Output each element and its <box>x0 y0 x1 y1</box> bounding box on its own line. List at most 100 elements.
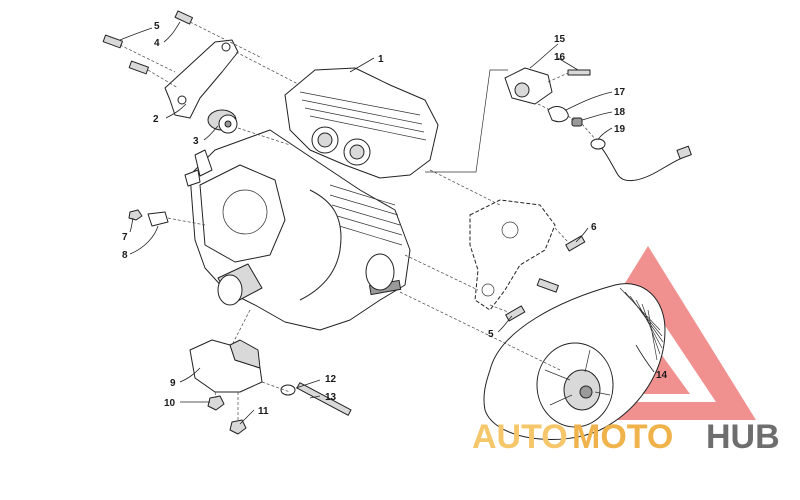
leader-12 <box>295 379 321 389</box>
mount-plate-hole-1 <box>501 221 519 239</box>
output-shaft-flange <box>365 253 395 291</box>
align-line-bolt5-lower <box>489 304 509 313</box>
sensor-cable-19 <box>594 139 691 182</box>
mount-bracket-hole-1 <box>221 42 231 52</box>
oil-filter-cap <box>217 274 243 306</box>
leader-14 <box>635 344 655 373</box>
mount-bracket-hole-2 <box>177 95 187 105</box>
sensor-housing-port <box>514 82 530 98</box>
align-line-bracket <box>235 51 299 85</box>
engine-mount-bracket <box>164 39 239 119</box>
callout-7: 7 <box>122 232 128 243</box>
bolt-plate-right <box>536 278 559 293</box>
leader-8 <box>129 225 159 255</box>
side-cover-bolt-ring <box>222 189 268 235</box>
leader-4 <box>163 21 181 43</box>
align-line-nut10 <box>214 391 217 399</box>
leader-6 <box>575 227 589 243</box>
drive-belt-group <box>483 283 666 440</box>
sensor-grommet <box>590 138 606 150</box>
screw-16 <box>567 69 591 76</box>
callout-3: 3 <box>193 136 199 147</box>
leader-5b <box>497 315 513 333</box>
callout-19: 19 <box>614 124 626 135</box>
washer-12 <box>280 384 296 396</box>
clutch-spokes <box>544 349 611 406</box>
water-outlet-fitting <box>194 149 213 177</box>
clip-8 <box>147 211 169 227</box>
callout-4: 4 <box>154 38 160 49</box>
leader-9 <box>179 367 201 383</box>
oring-18 <box>571 117 583 127</box>
bolt-4 <box>174 10 194 25</box>
callout-13: 13 <box>325 392 337 403</box>
intake-port-2-inner <box>349 144 365 160</box>
leader-18 <box>581 111 613 121</box>
isolator-center <box>224 120 232 128</box>
align-line-isolator <box>237 127 291 146</box>
leader-3 <box>203 125 219 141</box>
align-line-bolt5 <box>119 44 176 73</box>
cable-connector <box>676 145 692 160</box>
callout-16: 16 <box>554 52 566 63</box>
callout-18: 18 <box>614 107 626 118</box>
sensor-leader-frame <box>425 69 508 173</box>
valve-cover-ribs <box>299 91 427 141</box>
leader-11 <box>239 409 255 425</box>
nut-11 <box>229 419 247 435</box>
bolt-5-lower <box>505 305 526 322</box>
watermark-moto: MOTO <box>572 418 673 456</box>
bolt-13 <box>296 382 352 416</box>
align-line-bolt4 <box>189 21 263 59</box>
clip-parts <box>128 209 169 227</box>
callout-labels: 1 2 3 4 5 5 6 7 8 9 10 11 12 13 14 15 16… <box>122 21 668 417</box>
align-line-plate-top <box>429 169 501 206</box>
align-line-sensor-19 <box>581 123 597 141</box>
belt-teeth <box>619 287 664 361</box>
callout-15: 15 <box>554 34 566 45</box>
nut-10 <box>207 395 225 411</box>
leader-16 <box>557 57 579 71</box>
leader-lines <box>119 21 655 425</box>
leader-13 <box>309 395 321 399</box>
cylinder-fins <box>329 184 403 246</box>
align-line-bolt-side <box>147 69 179 89</box>
bolt-side <box>128 60 149 75</box>
nut-7 <box>128 209 143 221</box>
engine-assembly <box>184 67 439 331</box>
callout-14: 14 <box>656 370 668 381</box>
lower-mount-9 <box>189 339 263 393</box>
callout-5-lower: 5 <box>488 329 494 340</box>
align-line-lower-mount <box>231 309 251 346</box>
callout-8: 8 <box>122 250 128 261</box>
leader-5a <box>119 27 153 41</box>
align-line-sensor-17 <box>537 103 551 111</box>
bolt-6 <box>565 235 586 252</box>
watermark-auto: AUTO <box>472 418 568 456</box>
leader-17 <box>565 91 613 111</box>
callout-2: 2 <box>153 114 159 125</box>
lower-mount-group <box>189 339 352 435</box>
hose-nipple-left <box>184 169 201 187</box>
intake-port-1-inner <box>317 132 333 148</box>
watermark-hub: HUB <box>706 418 780 456</box>
callout-1: 1 <box>378 54 384 65</box>
callout-5-top: 5 <box>154 21 160 32</box>
callout-6: 6 <box>591 222 597 233</box>
callout-11: 11 <box>258 406 269 417</box>
sensor-housing-15 <box>504 67 553 105</box>
engine-side-cover <box>199 164 286 263</box>
watermark-text: AUTO MOTO HUB <box>472 418 780 456</box>
sensor-assembly <box>504 67 692 182</box>
leader-7 <box>129 217 134 233</box>
isolator-bushing <box>207 109 238 134</box>
leader-2 <box>165 103 187 119</box>
mount-plate-body <box>469 199 556 311</box>
align-line-plate-lower <box>404 254 479 291</box>
align-line-sensor <box>547 72 569 83</box>
callout-17: 17 <box>614 87 626 98</box>
align-line-sensor-18 <box>567 115 575 121</box>
leader-15 <box>529 43 559 69</box>
leader-1 <box>349 57 375 73</box>
